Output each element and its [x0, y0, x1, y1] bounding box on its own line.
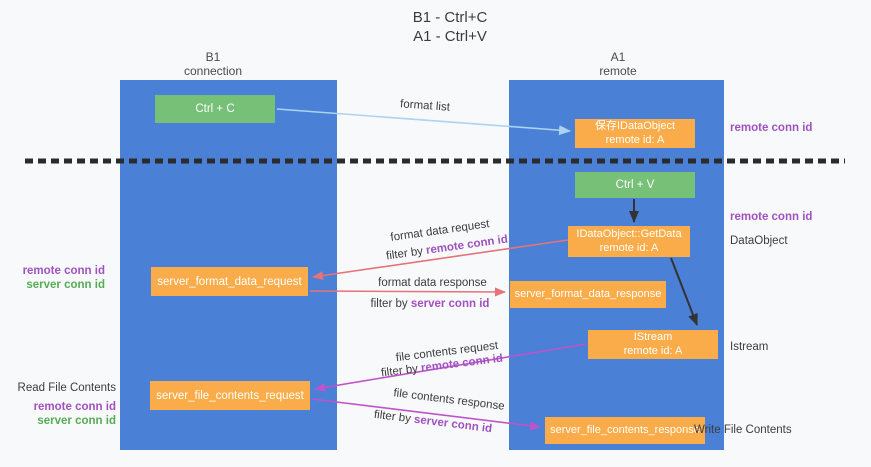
- diagram-title: B1 - Ctrl+C A1 - Ctrl+V: [310, 8, 590, 46]
- server-conn-id-text: server conn id: [413, 413, 493, 436]
- getdata-box: IDataObject::GetData remote id: A: [568, 226, 690, 257]
- left-column-header: B1 connection: [148, 50, 278, 78]
- server-format-data-response-label: server_format_data_response: [514, 287, 662, 300]
- left-column-name: B1: [205, 50, 221, 64]
- server-format-data-request-label: server_format_data_request: [157, 275, 302, 288]
- istream-annotation: Istream: [730, 341, 769, 353]
- format-list-label: format list: [399, 98, 451, 114]
- title-line-1: B1 - Ctrl+C: [412, 9, 488, 26]
- server-conn-id-text: server conn id: [410, 298, 490, 310]
- ctrl-v-box: Ctrl + V: [575, 172, 695, 198]
- save-dataobject-box: 保存IDataObject remote id: A: [575, 119, 695, 148]
- left-column-role: connection: [183, 64, 243, 78]
- filter-by-text: filter by: [370, 298, 411, 310]
- save-dataobject-line1: 保存IDataObject: [594, 120, 676, 132]
- filter-by-text: filter by: [380, 362, 422, 380]
- server-file-contents-request-label: server_file_contents_request: [156, 389, 304, 402]
- left-conn-id-annotation: remote conn id server conn id: [10, 264, 105, 292]
- istream-line2: remote id: A: [623, 344, 683, 357]
- getdata-line1: IDataObject::GetData: [576, 228, 682, 240]
- filter-by-text: filter by: [373, 408, 415, 426]
- right-column-name: A1: [610, 50, 626, 64]
- server-conn-id-text: server conn id: [37, 415, 116, 427]
- right-column-role: remote: [599, 64, 637, 78]
- server-conn-id-text: server conn id: [26, 279, 105, 291]
- istream-box: IStream remote id: A: [588, 330, 718, 359]
- filter-by-text: filter by: [385, 244, 427, 263]
- read-file-contents-annotation: Read File Contents remote conn id server…: [8, 381, 116, 428]
- server-file-contents-response-label: server_file_contents_response: [550, 423, 700, 436]
- remote-conn-id-text: remote conn id: [33, 401, 116, 413]
- right-column-header: A1 remote: [553, 50, 683, 78]
- remote-conn-id-annotation-mid: remote conn id: [730, 211, 813, 223]
- ctrl-c-box: Ctrl + C: [155, 95, 275, 123]
- write-file-contents-annotation: Write File Contents: [694, 424, 792, 436]
- server-file-contents-response-box: server_file_contents_response: [545, 417, 705, 444]
- istream-line1: IStream: [633, 331, 673, 343]
- format-data-response-arrow: [309, 287, 506, 297]
- remote-conn-id-annotation-top: remote conn id: [730, 122, 813, 134]
- ctrl-c-label: Ctrl + C: [195, 103, 235, 115]
- ctrl-v-label: Ctrl + V: [615, 179, 655, 191]
- title-line-2: A1 - Ctrl+V: [413, 28, 487, 45]
- save-dataobject-line2: remote id: A: [605, 133, 665, 146]
- dataobject-annotation: DataObject: [730, 235, 788, 247]
- format-data-response-label: format data response: [378, 277, 487, 289]
- server-format-data-response-box: server_format_data_response: [510, 281, 666, 308]
- server-format-data-request-box: server_format_data_request: [151, 267, 308, 296]
- format-data-response-filter-label: filter by server conn id: [360, 297, 500, 311]
- remote-conn-id-text: remote conn id: [22, 265, 105, 277]
- server-file-contents-request-box: server_file_contents_request: [150, 381, 310, 410]
- getdata-line2: remote id: A: [599, 241, 659, 254]
- read-file-contents-text: Read File Contents: [17, 382, 116, 394]
